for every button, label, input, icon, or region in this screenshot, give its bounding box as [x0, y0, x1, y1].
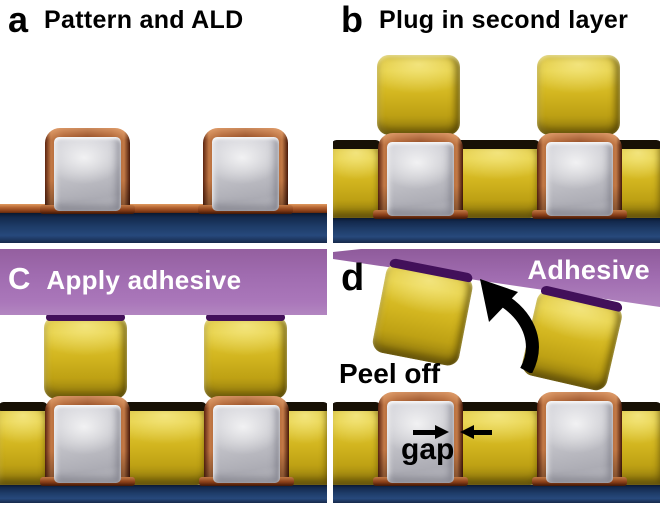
panel-d-label: d: [341, 257, 365, 299]
adhesive-label: Adhesive: [527, 255, 650, 285]
copper-coated-pillar: [373, 133, 468, 219]
gold-plug-block: [333, 402, 383, 485]
silver-core: [387, 401, 454, 483]
substrate: [0, 485, 327, 503]
silver-core: [546, 401, 613, 483]
substrate: [333, 218, 660, 243]
gold-top-block: [204, 312, 287, 399]
panel-b-label: b: [341, 0, 363, 40]
gap-arrow-right-icon: [413, 425, 449, 439]
adhesive-band: [0, 249, 327, 315]
copper-coated-pillar: [532, 392, 627, 486]
panel-a-label: a: [8, 0, 29, 40]
peel-off-label: Peel off: [339, 358, 441, 389]
panel-c-header: C Apply adhesive: [8, 259, 241, 301]
gap-label: gap: [401, 433, 455, 466]
gold-plug-block: [333, 140, 383, 218]
panel-c-title: Apply adhesive: [46, 265, 242, 295]
panel-d: d Adhesive Peel off gap: [333, 249, 660, 509]
gap-arrow-left-icon: [460, 425, 492, 439]
panel-b-header: b Plug in second layer: [341, 0, 628, 40]
gold-plug-block: [454, 140, 542, 218]
gold-plug-block: [454, 402, 542, 485]
panel-a-header: a Pattern and ALD: [8, 0, 243, 40]
gold-plug-block: [121, 402, 209, 485]
copper-coated-pillar: [532, 133, 627, 219]
panel-c-label: C: [8, 261, 31, 296]
panel-c: C Apply adhesive: [0, 249, 327, 509]
silver-core: [54, 405, 121, 483]
substrate: [0, 213, 327, 243]
ald-copper-floor: [0, 204, 327, 214]
silver-core: [213, 405, 280, 483]
panel-a: a Pattern and ALD: [0, 0, 327, 243]
copper-coated-pillar: [199, 396, 294, 486]
gold-top-block: [377, 55, 460, 135]
peeled-gold-block: [370, 257, 476, 368]
gold-plug-block: [0, 402, 50, 485]
peel-direction-arrow-icon: [480, 279, 539, 373]
copper-coated-pillar: [198, 128, 293, 214]
silver-core: [387, 142, 454, 216]
silver-core: [212, 137, 279, 211]
silver-core: [54, 137, 121, 211]
copper-coated-pillar: [373, 392, 468, 486]
substrate: [333, 485, 660, 503]
panel-a-title: Pattern and ALD: [44, 6, 244, 34]
gold-top-block: [44, 312, 127, 399]
copper-coated-pillar: [40, 128, 135, 214]
gold-top-block: [537, 55, 620, 135]
panel-b-title: Plug in second layer: [379, 6, 629, 34]
silver-core: [546, 142, 613, 216]
copper-coated-pillar: [40, 396, 135, 486]
panel-b: b Plug in second layer: [333, 0, 660, 243]
